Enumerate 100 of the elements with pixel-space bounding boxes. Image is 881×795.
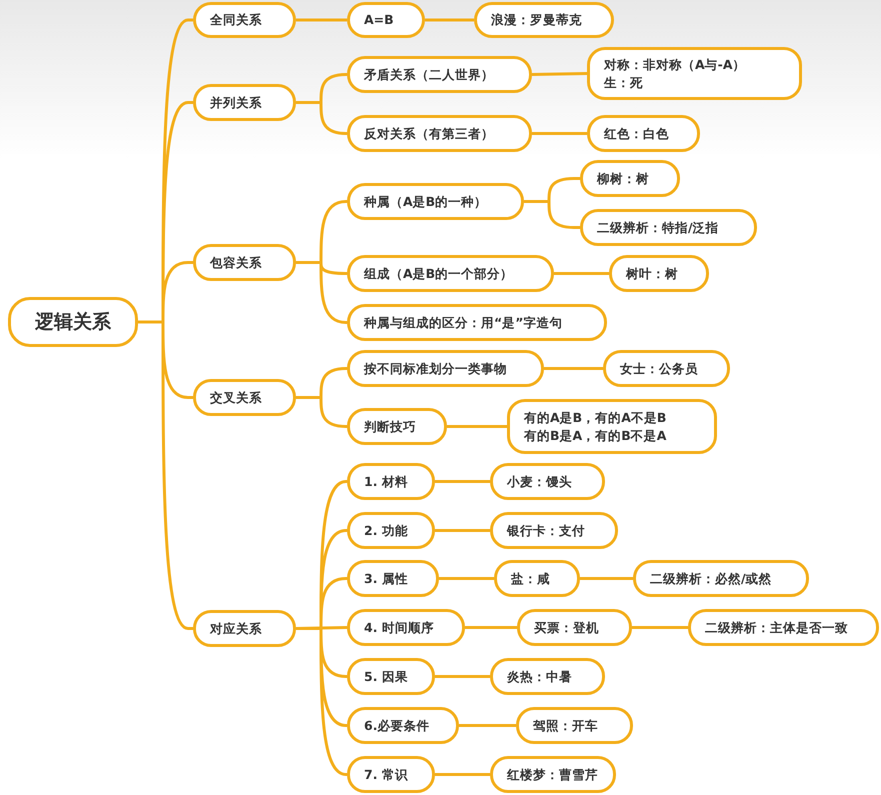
topic-text: A=B [364,11,394,29]
connector-line [425,18,474,22]
topic-text: 柳树：树 [597,170,649,188]
topic-text: 生：死 [604,74,643,92]
topic-box [494,560,580,597]
topic-box [347,512,435,549]
topic-text: 种属（A是B的一种） [364,192,488,210]
topic-text: 对应关系 [210,620,262,638]
topic-text: 女士：公务员 [620,360,698,378]
topic-box [193,610,296,647]
topic-text: 二级辨析：特指/泛指 [597,218,719,236]
topic-box [507,399,717,454]
topic-box [347,707,459,744]
topic-text: 树叶：树 [626,264,678,282]
topic-box [490,658,605,695]
connector-line [459,724,516,727]
topic-box [193,244,296,281]
topic-box [347,408,447,445]
connector-line [465,626,517,629]
topic-text: 驾照：开车 [533,716,598,734]
topic-box [347,658,435,695]
topic-text: 红楼梦：曹雪芹 [507,766,598,784]
topic-text: 3. 属性 [364,570,408,588]
topic-box [347,183,524,220]
topic-box [490,463,605,500]
topic-text: 二级辨析：必然/或然 [650,570,772,588]
topic-text: 浪漫：罗曼蒂克 [491,11,582,29]
connector-line [296,18,347,22]
connector-line [524,200,580,229]
topic-text: 6.必要条件 [364,716,430,734]
topic-text: 盐：咸 [511,570,550,588]
topic-text: 炎热：中暑 [507,668,572,686]
topic-box [587,115,700,152]
topic-box [347,115,532,152]
topic-box [347,609,465,646]
topic-box [347,463,435,500]
connector-line [296,101,348,135]
connector-line [435,480,490,483]
topic-text: 红色：白色 [604,124,669,142]
connector-line [439,577,494,580]
connector-line [296,627,348,776]
topic-text: 全同关系 [210,11,262,29]
connector-line [138,320,193,630]
connector-line [544,367,603,370]
topic-box [516,707,633,744]
topic-text: 有的B是A，有的B不是A [524,426,666,444]
topic-box [347,2,425,38]
topic-text: 对称：非对称（A与-A） [604,56,746,74]
topic-box [193,379,296,416]
connector-line [296,396,348,428]
topic-text: 有的A是B，有的A不是B [524,408,666,426]
topic-box [347,560,439,597]
topic-text: 包容关系 [210,254,262,272]
topic-text: 交叉关系 [210,388,262,406]
topic-box [347,350,544,387]
topic-box [474,2,614,38]
connector-line [532,132,587,135]
topic-text: 银行卡：支付 [507,522,585,540]
topic-box [609,255,709,292]
topic-box [490,756,616,793]
topic-text: 7. 常识 [364,766,408,784]
root-topic-box [8,297,138,347]
connector-line [435,529,490,532]
connector-line [435,773,490,776]
topic-box [193,84,296,121]
topic-text: 小麦：馒头 [507,472,572,490]
topic-box [347,56,532,93]
topic-box [347,756,435,793]
topic-box [587,47,802,100]
topic-box [580,160,680,197]
topic-text: 4. 时间顺序 [364,618,434,636]
topic-box [688,609,879,646]
topic-box [603,350,730,387]
connector-line [554,272,609,275]
connector-line [580,577,633,580]
topic-box [490,512,618,549]
topic-text: 2. 功能 [364,522,408,540]
topic-text: 二级辨析：主体是否一致 [705,618,848,636]
topic-box [347,255,554,292]
topic-text: 按不同标准划分一类事物 [364,360,507,378]
connector-line [447,425,507,428]
topic-text: 判断技巧 [364,418,416,436]
topic-box [633,560,809,597]
topic-text: 买票：登机 [534,618,599,636]
topic-box [193,2,296,38]
topic-text: 种属与组成的区分：用“是”字造句 [364,314,562,332]
topic-text: 5. 因果 [364,668,408,686]
topic-text: 反对关系（有第三者） [364,124,494,142]
topic-text: 矛盾关系（二人世界） [364,66,494,84]
topic-box [347,304,607,341]
topic-text: 逻辑关系 [35,313,111,331]
topic-box [580,209,757,246]
connector-line [632,626,688,629]
connector-line [296,261,348,324]
topic-text: 1. 材料 [364,472,408,490]
topic-text: 并列关系 [210,94,262,112]
topic-text: 组成（A是B的一个部分） [364,264,514,282]
connector-line [532,72,588,76]
connector-line [435,675,490,678]
topic-box [517,609,632,646]
